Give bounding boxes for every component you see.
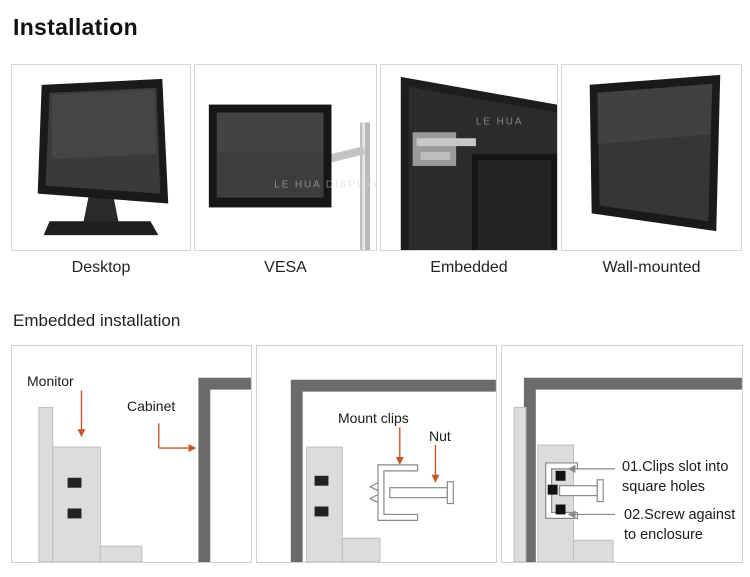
svg-text:LE HUA DISPLAY: LE HUA DISPLAY	[274, 180, 376, 191]
vesa-photo: LE HUA DISPLAY	[194, 64, 377, 251]
page-title: Installation	[13, 14, 139, 40]
embedded-step-panel-1	[11, 345, 252, 563]
mount-clips-label: Mount clips	[338, 410, 409, 426]
embedded-caption: Embedded	[430, 259, 508, 276]
embedded-photo: LE HUA	[380, 64, 558, 251]
step1-line1: 01.Clips slot into	[622, 459, 729, 475]
step2-line2: to enclosure	[624, 527, 703, 543]
desktop-photo	[11, 64, 191, 251]
step1-line2: square holes	[622, 479, 706, 495]
svg-text:LE HUA: LE HUA	[476, 116, 524, 127]
wall-mounted-photo	[561, 64, 742, 251]
embedded-step-panel-3	[501, 345, 743, 563]
desktop-caption: Desktop	[71, 259, 131, 276]
monitor-label: Monitor	[27, 373, 74, 389]
wall-mounted-caption: Wall-mounted	[602, 259, 701, 276]
nut-label: Nut	[429, 428, 451, 444]
vesa-caption: VESA	[264, 259, 307, 276]
embedded-step-panel-2	[256, 345, 497, 563]
step2-line1: 02.Screw against	[624, 507, 736, 523]
cabinet-label: Cabinet	[127, 398, 176, 414]
embedded-installation-title: Embedded installation	[13, 311, 181, 330]
